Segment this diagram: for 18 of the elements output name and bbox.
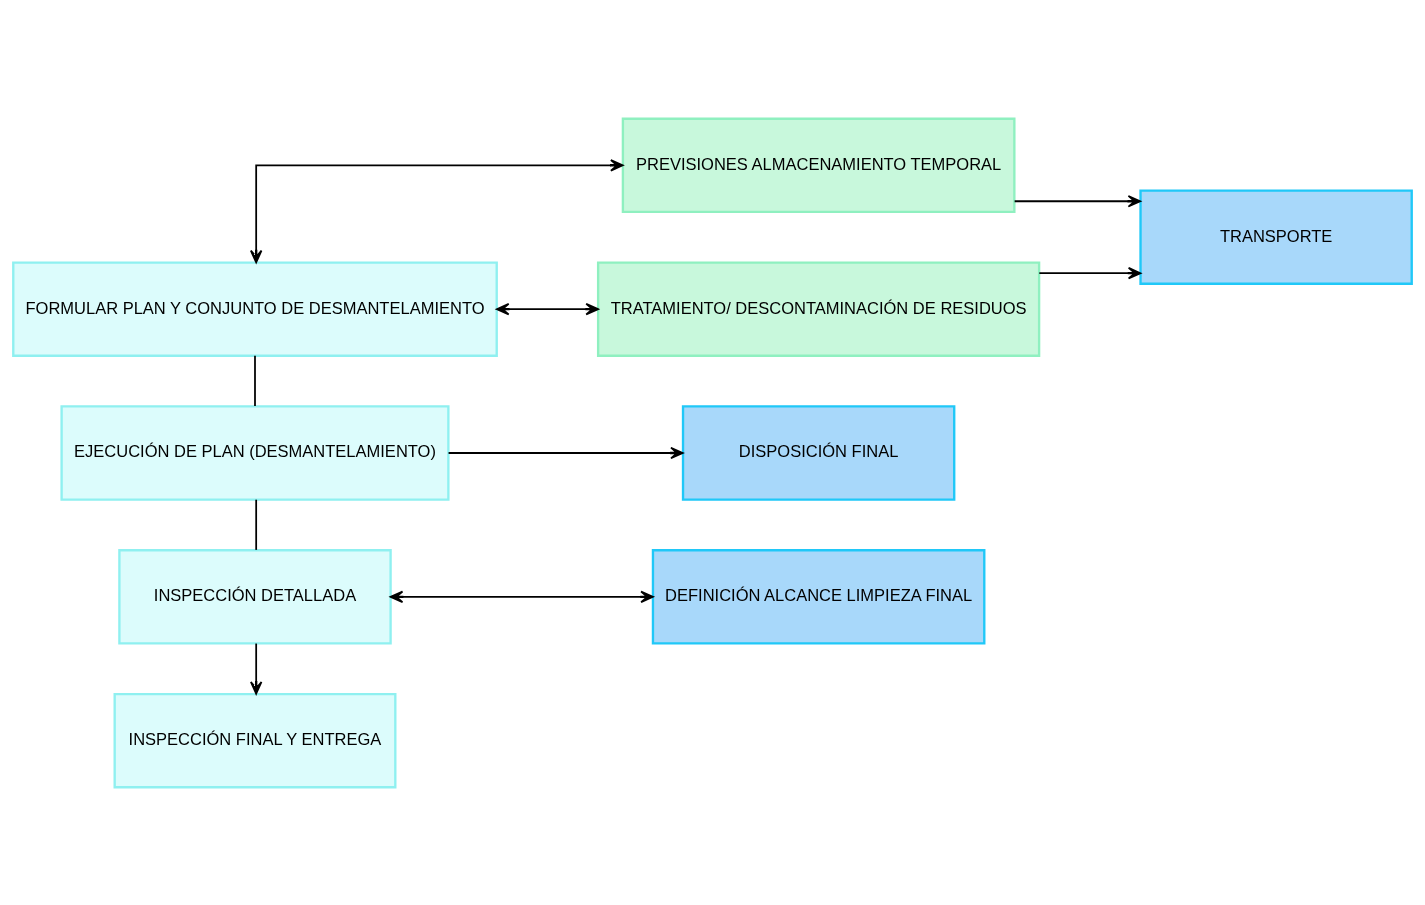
node-box: INSPECCIÓN DETALLADA: [118, 548, 392, 645]
node-box: PREVISIONES ALMACENAMIENTO TEMPORAL: [621, 117, 1016, 213]
node-box: EJECUCIÓN DE PLAN (DESMANTELAMIENTO): [60, 404, 450, 501]
arrow: [1013, 194, 1142, 207]
node-box: DISPOSICIÓN FINAL: [681, 404, 956, 501]
connector: [255, 498, 258, 551]
node-box: TRATAMIENTO/ DESCONTAMINACIÓN DE RESIDUOS: [596, 260, 1041, 357]
node-box: FORMULAR PLAN Y CONJUNTO DE DESMANTELAMIENTO: [12, 260, 498, 357]
arrow: [389, 590, 654, 603]
arrow: [250, 642, 263, 695]
arrow: [250, 158, 624, 263]
arrow: [1038, 266, 1142, 279]
arrow: [447, 446, 684, 459]
arrow: [496, 302, 599, 315]
connector: [254, 354, 256, 407]
node-box: INSPECCIÓN FINAL Y ENTREGA: [113, 692, 397, 788]
node-box: DEFINICIÓN ALCANCE LIMPIEZA FINAL: [651, 548, 986, 645]
node-box: TRANSPORTE: [1139, 188, 1413, 285]
